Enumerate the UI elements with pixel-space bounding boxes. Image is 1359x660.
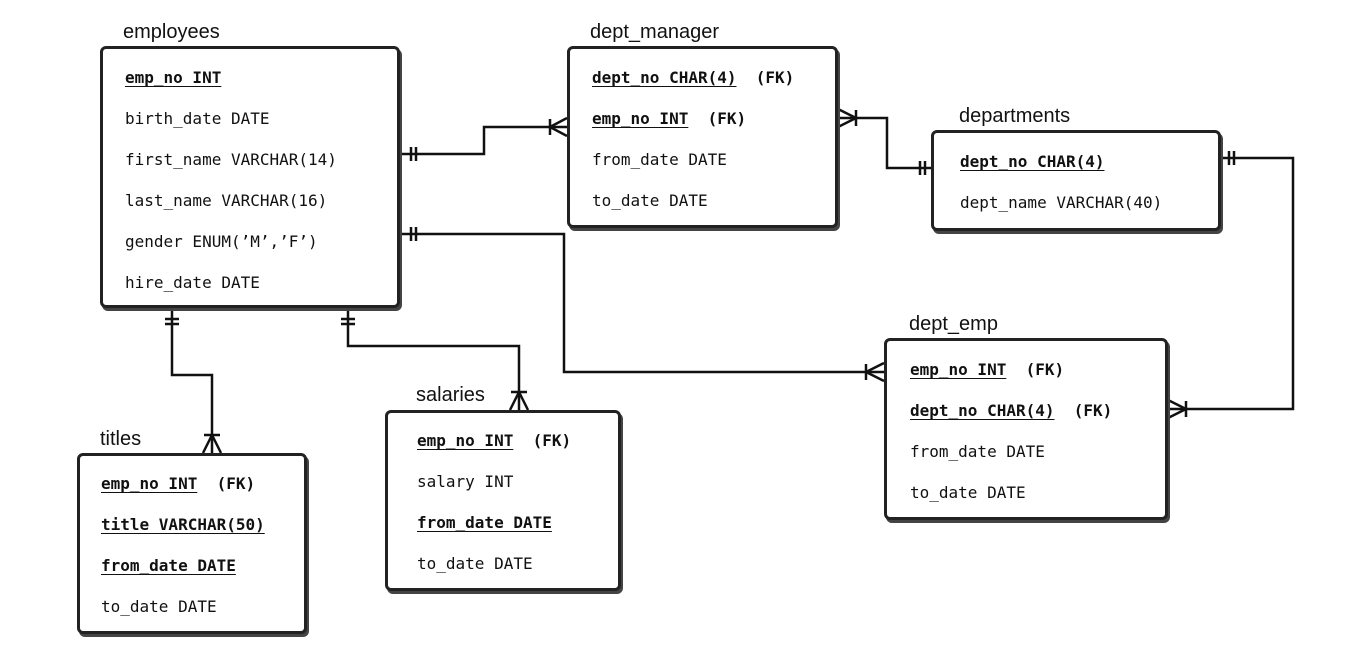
relationship-departments-dept-manager xyxy=(837,107,931,175)
field-emp-no: emp_no INT (FK) xyxy=(101,474,256,493)
field-emp-no: emp_no INT (FK) xyxy=(592,109,747,128)
entity-titles[interactable]: emp_no INT (FK) title VARCHAR(50) from_d… xyxy=(77,453,307,634)
relationship-employees-titles xyxy=(165,308,223,454)
entity-title-dept-emp: dept_emp xyxy=(909,313,998,335)
entity-title-departments: departments xyxy=(959,105,1071,127)
field-emp-no: emp_no INT xyxy=(125,68,222,87)
field-title: title VARCHAR(50) xyxy=(101,515,265,534)
field-to-date: to_date DATE xyxy=(592,191,708,210)
field-to-date: to_date DATE xyxy=(910,483,1026,502)
entity-employees[interactable]: emp_no INT birth_date DATE first_name VA… xyxy=(100,46,400,308)
field-from-date: from_date DATE xyxy=(592,150,727,169)
entity-title-employees: employees xyxy=(123,21,220,43)
field-salary: salary INT xyxy=(417,472,514,491)
relationship-employees-salaries xyxy=(341,308,530,411)
field-dept-no: dept_no CHAR(4) xyxy=(960,152,1105,171)
entity-title-titles: titles xyxy=(100,428,142,450)
field-from-date: from_date DATE xyxy=(910,442,1045,461)
field-from-date: from_date DATE xyxy=(417,513,552,532)
entity-title-dept-manager: dept_manager xyxy=(590,21,719,43)
relationship-employees-dept-emp xyxy=(400,227,885,383)
entity-dept-emp[interactable]: emp_no INT (FK) dept_no CHAR(4) (FK) fro… xyxy=(884,338,1168,520)
field-birth-date: birth_date DATE xyxy=(125,109,270,128)
relationship-employees-dept-manager xyxy=(400,116,568,161)
field-hire-date: hire_date DATE xyxy=(125,273,260,292)
field-to-date: to_date DATE xyxy=(417,554,533,573)
field-emp-no: emp_no INT (FK) xyxy=(910,360,1065,379)
field-emp-no: emp_no INT (FK) xyxy=(417,431,572,450)
entity-departments[interactable]: dept_no CHAR(4) dept_name VARCHAR(40) xyxy=(931,130,1221,231)
field-first-name: first_name VARCHAR(14) xyxy=(125,150,337,169)
relationship-departments-dept-emp xyxy=(1167,151,1295,420)
field-gender: gender ENUM(’M’,’F’) xyxy=(125,232,318,251)
field-dept-name: dept_name VARCHAR(40) xyxy=(960,193,1163,212)
field-to-date: to_date DATE xyxy=(101,597,217,616)
field-last-name: last_name VARCHAR(16) xyxy=(125,191,328,210)
entity-salaries[interactable]: emp_no INT (FK) salary INT from_date DAT… xyxy=(385,410,621,591)
entity-title-salaries: salaries xyxy=(416,384,485,406)
field-from-date: from_date DATE xyxy=(101,556,236,575)
field-dept-no: dept_no CHAR(4) (FK) xyxy=(910,401,1113,420)
entity-dept-manager[interactable]: dept_no CHAR(4) (FK) emp_no INT (FK) fro… xyxy=(567,46,838,228)
field-dept-no: dept_no CHAR(4) (FK) xyxy=(592,68,795,87)
